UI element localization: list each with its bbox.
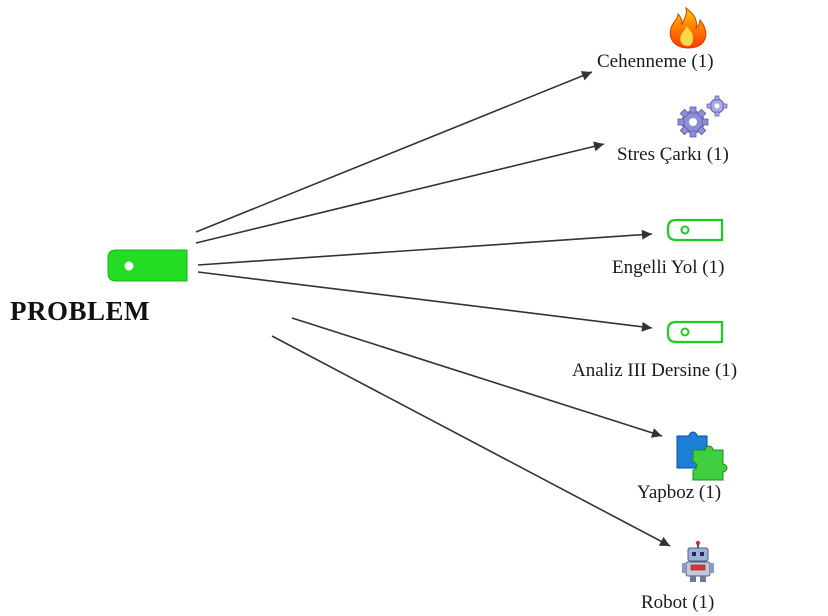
node-label-analiz: Analiz III Dersine (1): [572, 360, 738, 381]
center-node-label: PROBLEM: [10, 296, 151, 326]
gears-icon: [677, 95, 728, 138]
node-label-robot: Robot (1): [641, 592, 715, 613]
node-label-yapboz: Yapboz (1): [637, 482, 722, 503]
edge-cehenneme: [195, 71, 593, 233]
edge-robot: [271, 335, 671, 547]
node-label-stres: Stres Çarkı (1): [617, 144, 729, 165]
edges: [195, 71, 671, 547]
edge-stres: [195, 141, 605, 244]
edge-yapboz: [291, 317, 663, 438]
green-tag-outline-icon: [666, 320, 724, 344]
green-tag-icon: [107, 249, 188, 282]
fire-icon: [669, 6, 707, 49]
node-label-engelli: Engelli Yol (1): [612, 257, 725, 278]
green-tag-outline-icon: [666, 218, 724, 242]
puzzle-icon: [676, 431, 728, 481]
edge-analiz: [197, 271, 653, 332]
node-label-cehenneme: Cehenneme (1): [597, 51, 714, 72]
robot-icon: [682, 540, 714, 582]
edge-engelli: [197, 229, 653, 266]
